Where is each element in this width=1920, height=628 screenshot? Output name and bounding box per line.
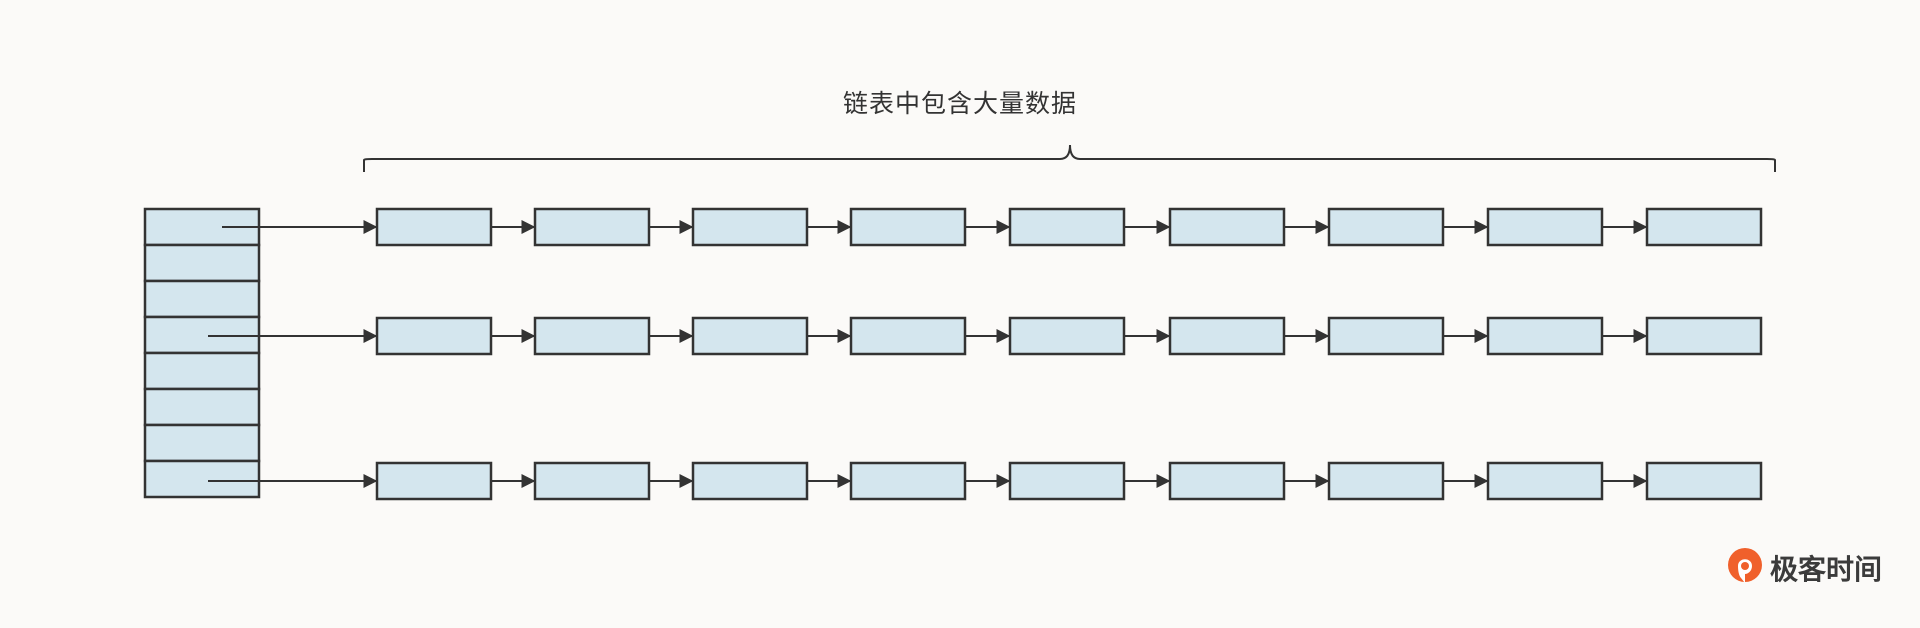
list-node: [1486, 207, 1604, 247]
diagram-caption: 链表中包含大量数据: [842, 89, 1077, 118]
list-node: [1486, 461, 1604, 501]
bucket-cell: [143, 243, 261, 283]
list-node: [691, 207, 809, 247]
list-node: [375, 207, 493, 247]
list-node: [1008, 461, 1126, 501]
list-node: [691, 461, 809, 501]
linked-list-chain: [222, 207, 1763, 247]
list-node: [1008, 207, 1126, 247]
list-node: [1645, 207, 1763, 247]
bucket-cell: [143, 459, 261, 499]
linked-list-chain: [208, 461, 1763, 501]
list-node: [849, 461, 967, 501]
list-node: [1327, 316, 1445, 356]
brand-name: 极客时间: [1769, 553, 1882, 586]
list-node: [375, 316, 493, 356]
list-node: [1486, 316, 1604, 356]
list-node: [1645, 461, 1763, 501]
list-node: [1008, 316, 1126, 356]
list-node: [533, 316, 651, 356]
list-node: [533, 461, 651, 501]
linked-list-chain: [208, 316, 1763, 356]
list-node: [849, 207, 967, 247]
linked-list-chains: [208, 207, 1763, 501]
list-node: [1168, 461, 1286, 501]
list-node: [1327, 207, 1445, 247]
list-node: [1645, 316, 1763, 356]
bucket-array: [143, 207, 261, 499]
curly-brace: [363, 144, 1776, 172]
bucket-cell: [143, 423, 261, 463]
bucket-cell: [143, 351, 261, 391]
list-node: [849, 316, 967, 356]
bucket-cell: [143, 387, 261, 427]
list-node: [691, 316, 809, 356]
brand-logo-icon: [1727, 548, 1762, 583]
list-node: [1327, 461, 1445, 501]
brand-logo: 极客时间: [1726, 547, 1882, 589]
list-node: [375, 461, 493, 501]
bucket-cell: [143, 279, 261, 319]
list-node: [1168, 207, 1286, 247]
list-node: [533, 207, 651, 247]
list-node: [1168, 316, 1286, 356]
